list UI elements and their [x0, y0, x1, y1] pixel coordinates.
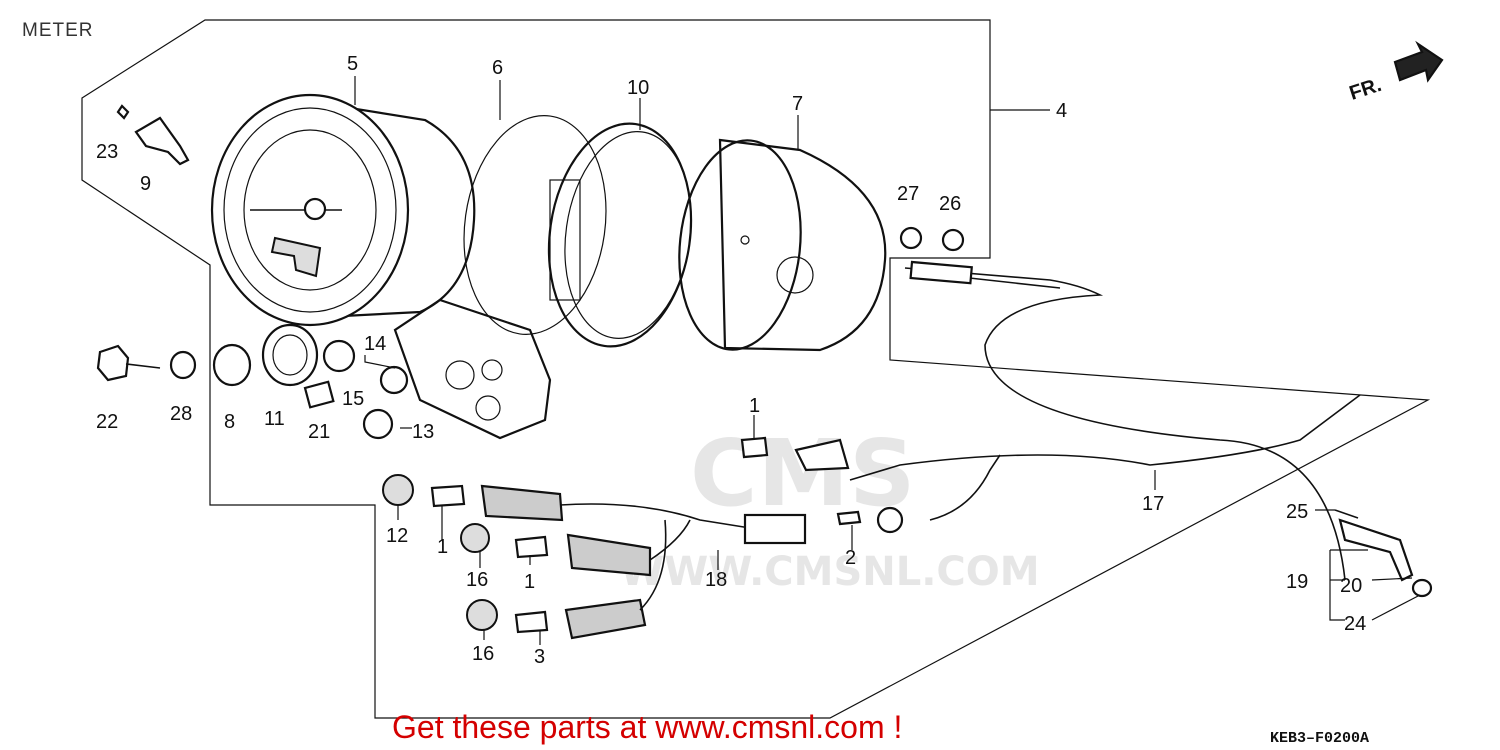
meter-gasket [393, 115, 607, 440]
meter-holder [547, 122, 693, 348]
speedometer-cable [849, 260, 1361, 581]
assembly-boundary [81, 19, 1431, 719]
nuts [899, 226, 965, 252]
label-part-16-lower: 16 [472, 643, 494, 665]
label-part-17: 17 [1142, 493, 1164, 515]
diagram-title: METER [22, 20, 94, 41]
diagram-code: KEB3–F0200A [1270, 730, 1369, 747]
label-part-14: 14 [364, 333, 386, 355]
rubber-caps [382, 474, 498, 631]
label-part-1-lower: 1 [524, 571, 535, 593]
label-part-6: 6 [492, 57, 503, 79]
label-part-25: 25 [1286, 501, 1308, 523]
label-part-9: 9 [140, 173, 151, 195]
front-direction-label: FR. [1347, 74, 1384, 105]
meter-case [678, 138, 887, 352]
leader-lines [354, 76, 1421, 645]
label-part-12: 12 [386, 525, 408, 547]
label-part-23: 23 [96, 141, 118, 163]
label-part-20: 20 [1340, 575, 1362, 597]
label-part-15: 15 [342, 388, 364, 410]
cable-end-parts [1334, 509, 1433, 598]
label-part-1-upper: 1 [749, 395, 760, 417]
label-part-7: 7 [792, 93, 803, 115]
label-part-8: 8 [224, 411, 235, 433]
watermark-logo-text: CMS [690, 420, 915, 527]
part-labels: 5 6 10 7 4 23 9 27 26 14 15 22 28 8 11 2… [96, 53, 1366, 668]
label-part-1-middle: 1 [437, 536, 448, 558]
label-part-11: 11 [264, 408, 285, 430]
label-part-2: 2 [845, 547, 856, 569]
label-part-28: 28 [170, 403, 192, 425]
label-part-26: 26 [939, 193, 961, 215]
mounting-hardware [96, 104, 409, 440]
label-part-27: 27 [897, 183, 919, 205]
watermark-url-text: WWW.CMSNL.COM [620, 549, 1040, 595]
meter-body [210, 93, 476, 327]
label-part-5: 5 [347, 53, 358, 75]
bulb-sockets [430, 436, 904, 640]
label-part-4: 4 [1056, 100, 1067, 122]
label-part-21: 21 [308, 421, 330, 443]
label-part-18: 18 [705, 569, 727, 591]
label-part-13: 13 [412, 421, 434, 443]
promo-link[interactable]: Get these parts at www.cmsnl.com ! [392, 709, 902, 745]
watermark: CMS WWW.CMSNL.COM [620, 420, 1040, 595]
label-part-16-upper: 16 [466, 569, 488, 591]
label-part-10: 10 [627, 77, 649, 99]
front-direction-arrow: FR. [1347, 40, 1444, 105]
label-part-3: 3 [534, 646, 545, 668]
label-part-24: 24 [1344, 613, 1366, 635]
label-part-22: 22 [96, 411, 118, 433]
label-part-19: 19 [1286, 571, 1308, 593]
